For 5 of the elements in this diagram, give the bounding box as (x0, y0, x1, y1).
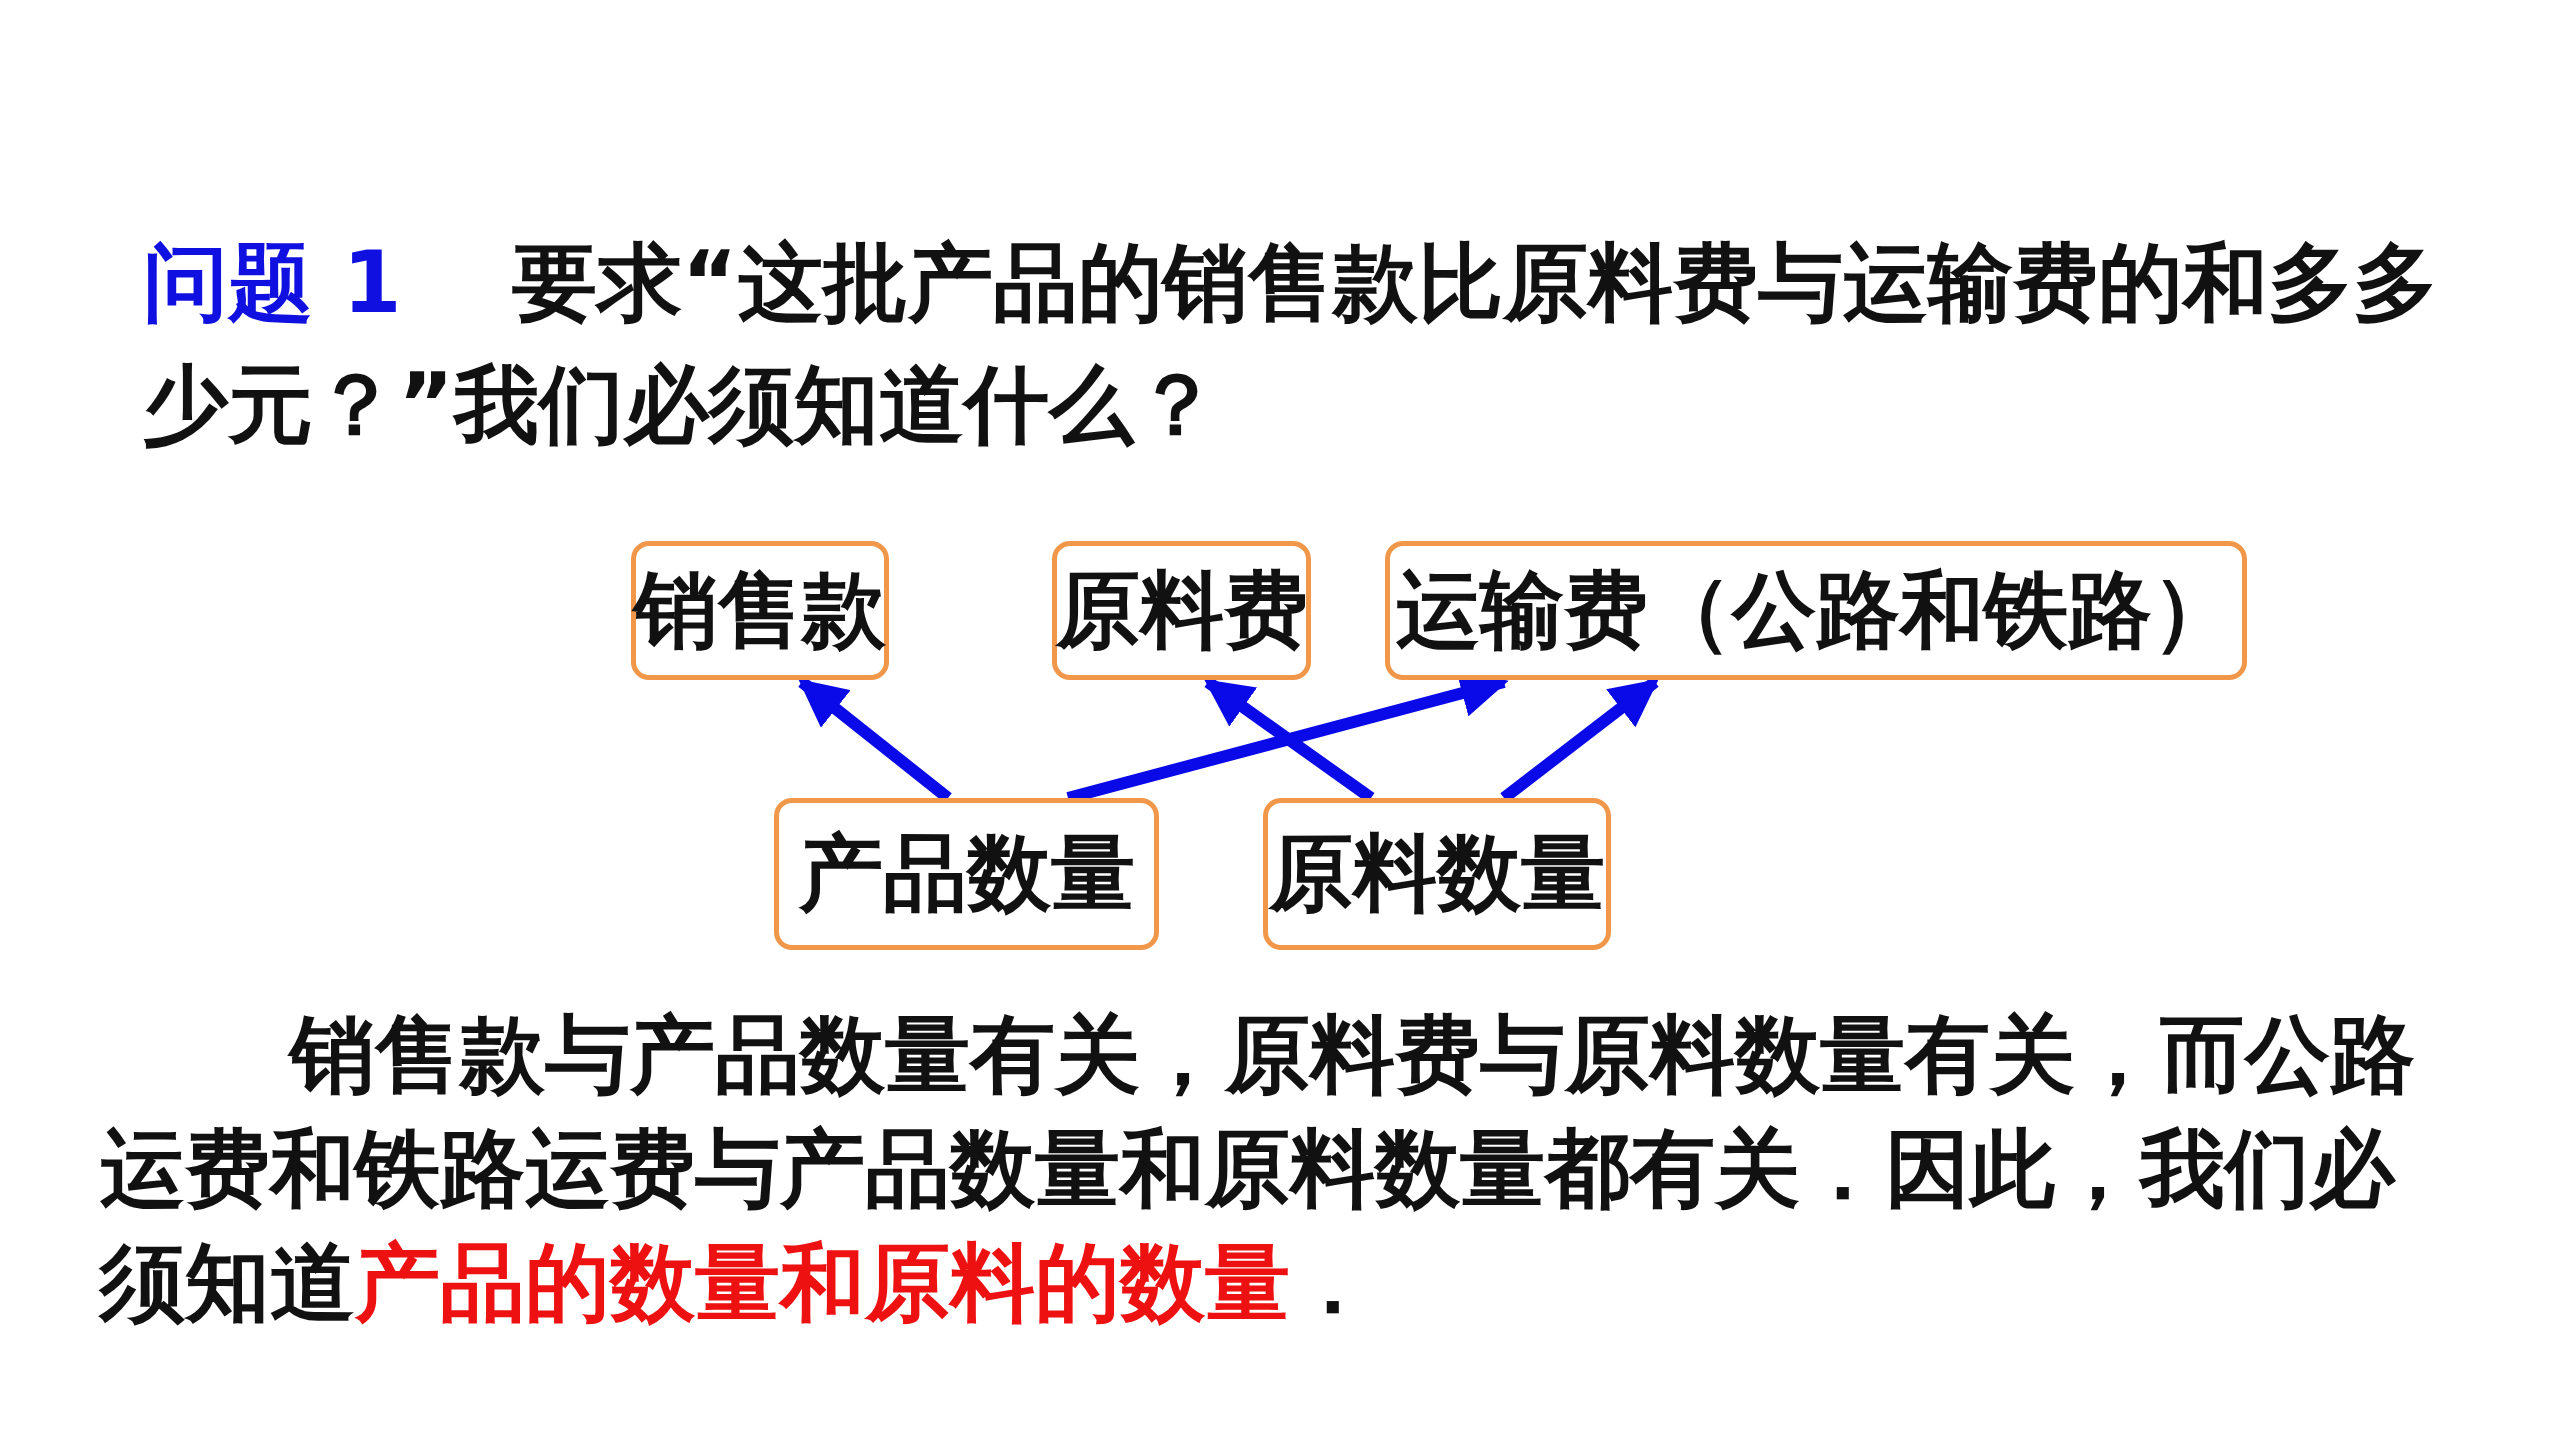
text-box: 原料数量 (1263, 798, 1611, 950)
text-box: 运输费（公路和铁路） (1385, 541, 2247, 680)
answer-paragraph: 销售款与产品数量有关，原料费与原料数量有关，而公路运费和铁路运费与产品数量和原料数量都有关．因此，我们必须知道产品的数量和原料的数量． (100, 1004, 2416, 1334)
question-text: 问题 1 要求“这批产品的销售款比原料费与运输费的和多多少元？”我们必须知道什么？ (143, 232, 2439, 456)
text-box: 产品数量 (774, 798, 1159, 950)
